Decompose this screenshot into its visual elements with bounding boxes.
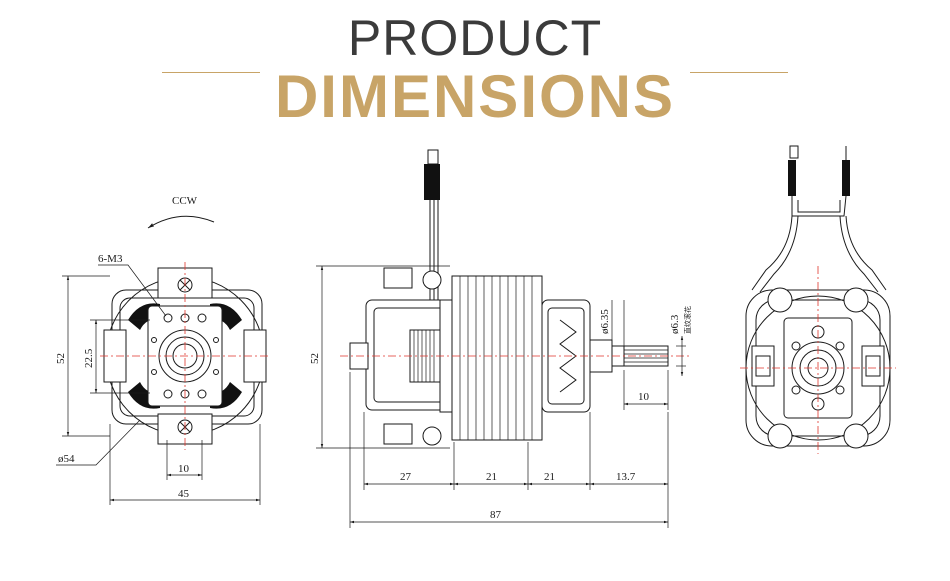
front-slot-width-dim: 10: [178, 463, 190, 475]
side-view: 52 ø6.35 ø6.3 直纹滚花 10 27 21 21 13.7: [309, 149, 692, 528]
thread-label: 6-M3: [98, 253, 123, 265]
title-product: PRODUCT: [347, 10, 603, 66]
side-height-dim: 52: [309, 353, 321, 364]
segment-4-dim: 13.7: [616, 471, 636, 483]
segment-1-dim: 27: [400, 471, 412, 483]
wire-terminal: [427, 149, 439, 165]
spline-length-dim: 10: [638, 391, 650, 403]
spline-note: 直纹滚花: [683, 306, 692, 334]
front-inner-height-dim: 22.5: [83, 348, 95, 368]
front-height-dim: 52: [55, 353, 67, 364]
title-rule-right: [690, 72, 788, 73]
segment-2-dim: 21: [486, 471, 497, 483]
front-width-dim: 45: [178, 488, 190, 500]
title-rule-left: [162, 72, 260, 73]
ccw-label: CCW: [172, 195, 198, 207]
title-dimensions: DIMENSIONS: [274, 63, 676, 130]
spline-diameter-dim: ø6.3: [669, 314, 681, 334]
shaft-diameter-dim: ø6.35: [599, 309, 611, 334]
front-diameter-dim: ø54: [58, 453, 75, 465]
front-view: CCW 6-M3: [55, 195, 270, 505]
total-length-dim: 87: [490, 509, 502, 521]
rear-view: [740, 145, 896, 454]
ccw-arrow-icon: [147, 215, 215, 229]
segment-3-dim: 21: [544, 471, 555, 483]
stator-stack: [451, 275, 543, 441]
